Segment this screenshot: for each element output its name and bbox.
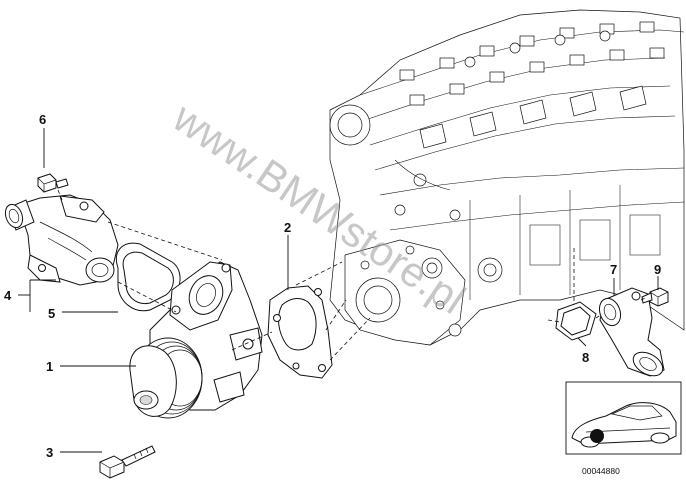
coolant-pipe-part-7 (598, 287, 665, 377)
callout-1: 1 (46, 359, 53, 374)
callout-6: 6 (39, 112, 46, 127)
assembly-lines (57, 189, 646, 361)
engine-location-dot (590, 429, 604, 443)
callouts: 6 2 4 5 1 3 7 9 8 (4, 112, 661, 460)
head-bolts (399, 21, 665, 106)
water-pump-part-1 (129, 261, 263, 419)
bolt-part-3 (99, 445, 156, 479)
reference-number: 00044880 (582, 466, 620, 476)
gasket-part-8 (555, 301, 597, 341)
engine-block (329, 9, 685, 346)
callout-8: 8 (582, 350, 589, 365)
callout-5: 5 (48, 306, 55, 321)
housing-gasket (116, 242, 181, 312)
car-silhouette-icon (571, 402, 677, 448)
callout-7: 7 (610, 262, 617, 277)
callout-3: 3 (46, 445, 53, 460)
bolt-part-6 (37, 173, 69, 193)
reference-inset: 00044880 (565, 381, 682, 476)
callout-9: 9 (654, 262, 661, 277)
pump-gasket-part-2 (267, 285, 333, 379)
bolt-part-9 (641, 287, 669, 307)
leader-lines (18, 128, 659, 453)
thermostat-housing-part-4 (4, 194, 119, 286)
callout-4: 4 (4, 288, 12, 303)
callout-2: 2 (284, 220, 291, 235)
head-ports (419, 85, 647, 149)
